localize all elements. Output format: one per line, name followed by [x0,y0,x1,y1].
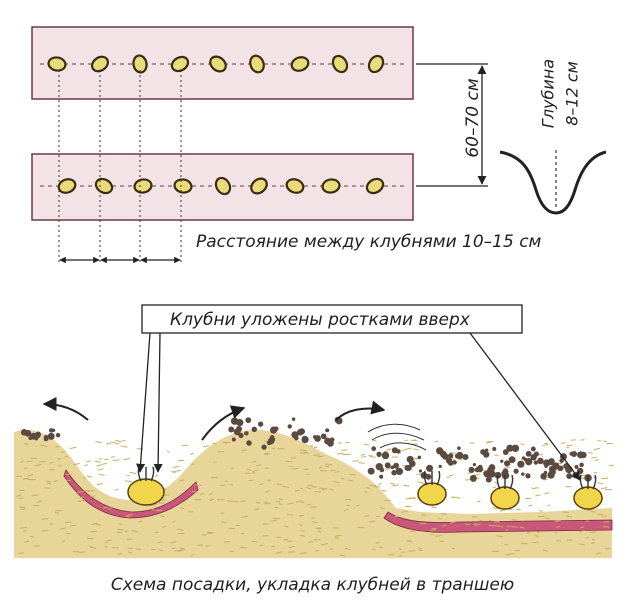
depth-profile [500,150,606,213]
sprout [510,475,513,489]
planted-tuber [418,483,446,505]
sprout [151,467,154,481]
soil-cross-section [14,417,614,558]
sprouts-up-label: Клубни уложены ростками вверх [170,310,470,330]
soil-spray [368,424,426,450]
planted-tuber [574,487,602,509]
depth-word-label: Глубина [539,39,558,149]
row-distance-label: 60–70 см [463,63,483,173]
depth-value-label: 8–12 см [563,39,582,149]
planted-tuber [128,479,164,505]
tuber-spacing-label: Расстояние между клубнями 10–15 см [196,232,541,252]
motion-arrows [44,404,384,440]
diagram-caption: Схема посадки, укладка клубней в траншею [0,575,625,595]
planted-tuber [491,487,519,509]
sprout [593,475,596,489]
sprout [437,471,440,485]
